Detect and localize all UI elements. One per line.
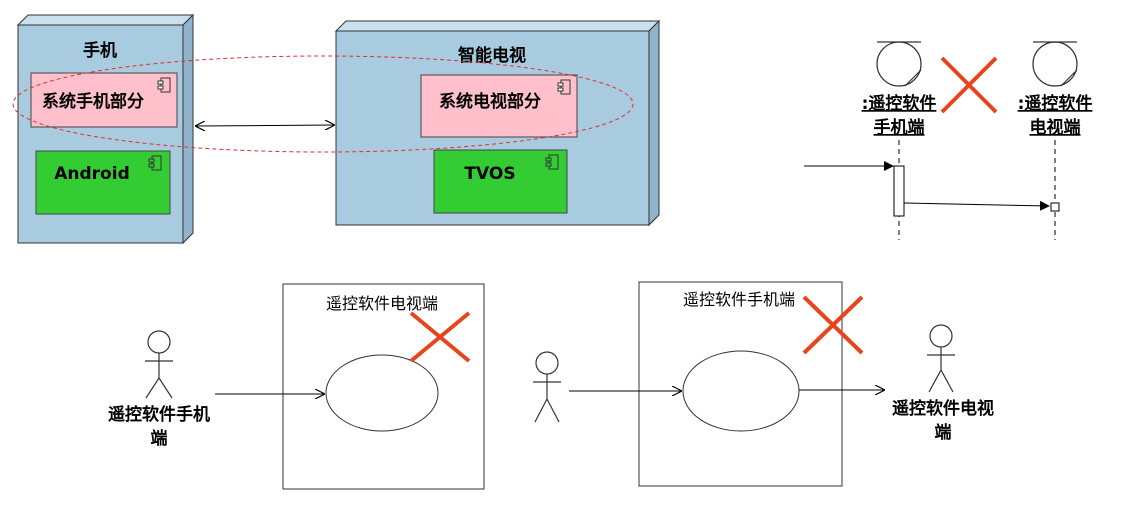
cross-mark-icon bbox=[802, 295, 864, 355]
use-case-right bbox=[682, 350, 800, 432]
lifeline-tv-label-1: :遥控软件 bbox=[1018, 93, 1093, 114]
android-component: Android bbox=[35, 150, 171, 215]
phone-system-component: 系统手机部分 bbox=[30, 72, 178, 128]
sync-message bbox=[903, 200, 1050, 211]
cross-mark-icon bbox=[409, 311, 471, 363]
lifeline-phone-label-1: :遥控软件 bbox=[862, 93, 937, 114]
component-icon bbox=[148, 155, 162, 171]
tv-node-title: 智能电视 bbox=[458, 45, 526, 66]
component-icon bbox=[545, 154, 559, 170]
lifeline-tv bbox=[1032, 41, 1078, 240]
component-icon bbox=[557, 79, 571, 95]
android-component-label: Android bbox=[54, 164, 130, 184]
use-case-left bbox=[325, 354, 439, 432]
actor-right-icon bbox=[927, 324, 955, 393]
tv-system-component: 系统电视部分 bbox=[420, 74, 578, 138]
actor-right-label-1: 遥控软件电视 bbox=[892, 398, 994, 419]
system-boundary-right-title: 遥控软件手机端 bbox=[683, 290, 795, 309]
phone-system-component-label: 系统手机部分 bbox=[42, 91, 144, 112]
tvos-component-label: TVOS bbox=[464, 164, 515, 184]
node-connector bbox=[196, 125, 334, 126]
actor-left-icon bbox=[145, 330, 173, 399]
actor-left-label-2: 端 bbox=[151, 428, 168, 449]
tv-system-component-label: 系统电视部分 bbox=[439, 91, 541, 112]
cross-mark-icon bbox=[940, 56, 998, 114]
activation-bar-tv bbox=[1050, 202, 1060, 212]
actor-middle-icon bbox=[533, 351, 561, 423]
system-boundary-left-title: 遥控软件电视端 bbox=[326, 294, 438, 313]
component-icon bbox=[157, 77, 171, 93]
actor-left-label-1: 遥控软件手机 bbox=[108, 404, 210, 425]
highlight-ellipse bbox=[12, 55, 634, 153]
lifeline-tv-label-2: 电视端 bbox=[1030, 117, 1081, 138]
activation-bar-phone bbox=[893, 165, 905, 217]
lifeline-phone-label-2: 手机端 bbox=[874, 117, 925, 138]
phone-node-title: 手机 bbox=[83, 40, 117, 61]
tvos-component: TVOS bbox=[433, 149, 568, 214]
actor-right-label-2: 端 bbox=[935, 422, 952, 443]
